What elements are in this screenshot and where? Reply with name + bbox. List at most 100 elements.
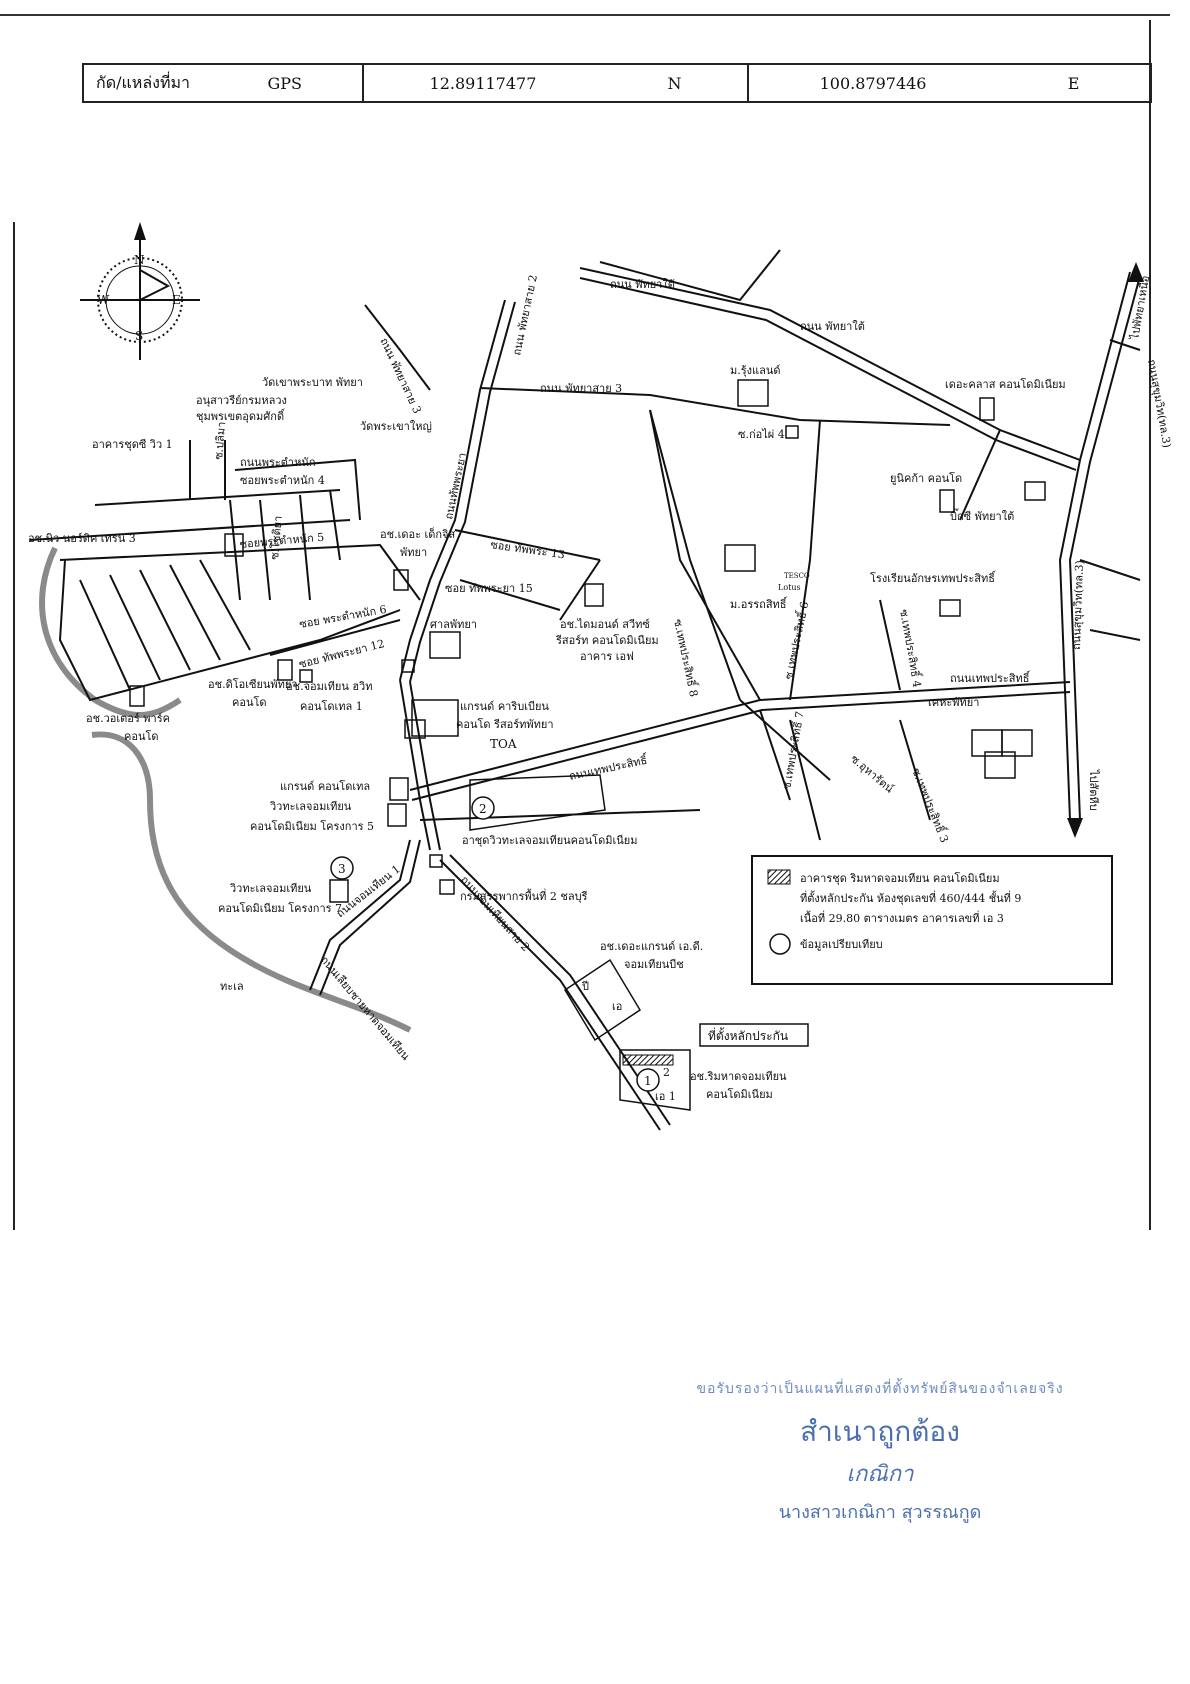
marker-3-label: 3 — [338, 862, 346, 876]
soi-thappraya15-label: ซอย ทัพพระยา 15 — [445, 582, 533, 595]
legend-item1-line3: เนื้อที่ 29.80 ตารางเมตร อาคารเลขที่ เอ … — [800, 910, 1004, 925]
gps-lon-dir: E — [1067, 73, 1080, 93]
place-collateral-label: ที่ตั้งหลักประกัน — [708, 1027, 788, 1043]
soi-phra-tamnak4-label: ซอยพระตำหนัก 4 — [240, 474, 325, 487]
building-icon — [329, 879, 349, 903]
bldg-e-label: เอ — [612, 1000, 622, 1013]
road-pattaya-sai2-label: ถนน พัทยาสาย 2 — [510, 274, 540, 357]
place-view5-label-2: คอนโดมิเนียม โครงการ 5 — [250, 819, 374, 833]
soi-thep6-label: ซ.เทพประสิทธิ์ 6 — [780, 600, 811, 681]
site-collateral — [619, 1049, 691, 1111]
soi-thep7-label: ซ.เทพประสิทธิ์ 7 — [778, 710, 807, 791]
gps-lat-cell: 12.89117477 N — [364, 65, 749, 101]
place-bigc-label: บิ๊กซี พัทยาใต้ — [950, 508, 1014, 523]
gps-source-cell: กัด/แหล่งที่มา GPS — [84, 65, 364, 101]
soi-plima-label: ซ.ปลิมา — [212, 421, 228, 460]
building-icon — [429, 631, 461, 659]
place-jomtien-view-label-1: อช.จอมเทียน ฮวิท — [286, 680, 373, 693]
place-wat-yai-label: วัดพระเขาใหญ่ — [360, 420, 432, 433]
road-phra-tamnak-label: ถนนพระตำหนัก — [240, 456, 316, 469]
road-pattaya-sai3-label-2: ถนน พัทยาสาย 3 — [377, 336, 424, 416]
top-border-line — [0, 14, 1170, 16]
soi-thappraya13-label: ซอย ทัพพระ 13 — [490, 538, 566, 561]
place-grand-label-1: อช.เดอะแกรนด์ เอ.ดี. — [600, 940, 703, 953]
place-water-label-2: คอนโด — [124, 729, 159, 743]
soi-kopai4-label: ซ.ก่อไผ่ 4 — [738, 428, 785, 441]
building-icon — [277, 659, 293, 681]
place-diamond-label-2: รีสอร์ท คอนโดมิเนียม — [555, 633, 659, 647]
site-complex-grand — [563, 958, 642, 1042]
coastline-north — [39, 546, 182, 718]
compass-w: W — [97, 293, 110, 307]
building-icon — [939, 489, 955, 513]
place-jomtien-view-label-2: คอนโดเทล 1 — [300, 699, 363, 713]
building-icon — [429, 854, 443, 868]
place-rim-label-1: อช.ริมหาดจอมเทียน — [690, 1070, 787, 1083]
place-caribbean-label-1: แกรนด์ คาริบเบียน — [460, 700, 549, 713]
place-caribbean-label-2: คอนโด รีสอร์ทพัทยา — [456, 717, 554, 731]
building-icon — [939, 599, 961, 617]
place-ruenland-label: ม.รุ้งแลนด์ — [730, 364, 781, 377]
coastline-south — [91, 731, 412, 1033]
place-nordic-label: อช.นิว นอร์ดิค เทรน 3 — [28, 532, 136, 545]
place-diamond-label-3: อาคาร เอฟ — [580, 650, 634, 663]
place-revenue-label: กรมสรรพากรพื้นที่ 2 ชลบุรี — [460, 888, 588, 903]
place-diamond-label-1: อช.ไดมอนด์ สวีทซ์ — [560, 618, 650, 631]
place-the-class-label: เดอะคลาส คอนโดมิเนียม — [945, 377, 1066, 391]
place-grand-label-2: จอมเทียนบีช — [624, 958, 684, 971]
road-pattaya-tai-label: ถนน พัทยาใต้ — [610, 278, 675, 291]
building-icon — [387, 803, 407, 827]
place-unika-label: ยูนิคก้า คอนโด — [890, 471, 962, 485]
place-sala-label: ศาลพัทยา — [430, 618, 477, 631]
arrow-south-icon — [1067, 818, 1083, 838]
building-icon — [224, 533, 244, 557]
bldg-p-label: ปี — [581, 980, 589, 993]
road-pattaya-tai-label-2: ถนน พัทยาใต้ — [800, 320, 865, 333]
place-tak-label-2: พัทยา — [400, 546, 427, 559]
building-icon — [1024, 481, 1046, 501]
place-diplomat-label-2: คอนโด — [232, 695, 267, 709]
marker-2: 2 — [471, 796, 495, 820]
place-monument-label-1: อนุสาวรีย์กรมหลวง — [196, 394, 287, 407]
gps-info-row: กัด/แหล่งที่มา GPS 12.89117477 N 100.879… — [82, 63, 1152, 103]
stamp-name: นางสาวเกณิกา สุวรรณกูด — [778, 1502, 982, 1523]
place-grand-condo-label: แกรนด์ คอนโดเทล — [280, 779, 370, 793]
place-kheha-label: เคหะพัทยา — [928, 696, 979, 709]
building-icon — [1001, 729, 1033, 757]
soi-thep3-label: ซ.เทพประสิทธิ์ 3 — [909, 766, 953, 845]
to-sattahip-label: ไปสัตหีบ — [1087, 769, 1100, 811]
soi-uharat-label: ซ.อุหารัตน์ — [848, 752, 896, 795]
gps-source: GPS — [267, 73, 302, 93]
place-view5-label-1: วิวทะเลจอมเทียน — [269, 800, 352, 813]
building-icon — [979, 397, 995, 421]
legend-circle-swatch — [769, 933, 791, 955]
place-view1-label: อาคารชุดซี วิว 1 — [92, 438, 173, 451]
place-tesco-label: TESCO — [784, 572, 810, 580]
certification-stamp: ขอรับรองว่าเป็นแผนที่แสดงที่ตั้งทรัพย์สิ… — [660, 1378, 1100, 1526]
building-icon — [401, 659, 415, 673]
legend-item1-line1: อาคารชุด ริมหาดจอมเทียน คอนโดมิเนียม — [800, 871, 1000, 885]
building-icon — [299, 669, 313, 683]
soi-chotiya-label: ซ.โชติยา — [267, 515, 285, 560]
place-view7-label-1: วิวทะเลจอมเทียน — [229, 882, 312, 895]
road-jomtien-beach-label: ถนนเลียบชายหาดจอมเทียน — [318, 954, 413, 1064]
place-school-label: โรงเรียนอักษรเทพประสิทธิ์ — [870, 570, 997, 585]
place-diplomat-label-1: อช.ดิโอเซียนพัทยา — [208, 677, 298, 691]
compass-n: N — [134, 253, 145, 267]
place-toa-label: TOA — [490, 737, 517, 751]
building-icon — [393, 569, 409, 591]
road-jomtien2-label: ถนนจอมเทียนสาย 2 — [458, 873, 532, 954]
gps-lat: 12.89117477 — [429, 73, 537, 93]
building-icon — [404, 719, 426, 739]
compass-rose-icon: N S E W — [80, 222, 200, 360]
building-icon — [389, 777, 409, 801]
place-sea-label: ทะเล — [220, 980, 244, 993]
place-ornsit-label: ม.อรรถสิทธิ์ — [730, 596, 788, 611]
map-legend: อาคารชุด ริมหาดจอมเทียน คอนโดมิเนียม ที่… — [751, 855, 1113, 985]
place-tak-label-1: อช.เดอะ เด็กจิส — [380, 527, 455, 541]
building-icon — [411, 699, 459, 737]
legend-item2: ข้อมูลเปรียบเทียบ — [800, 938, 883, 951]
road-thappraya-label: ถนนทัพพระยา — [442, 452, 469, 521]
building-icon — [724, 544, 756, 572]
legend-hatch-swatch — [767, 869, 791, 885]
